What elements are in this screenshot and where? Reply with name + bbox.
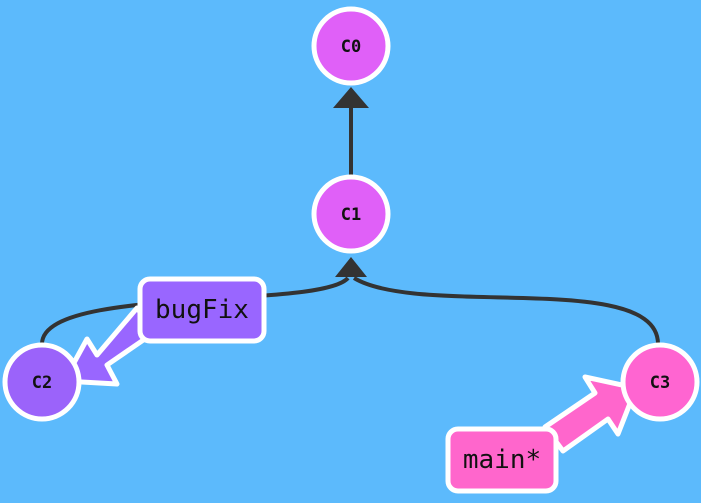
commit-c2[interactable]: C2 [2, 342, 82, 422]
commit-c0[interactable]: C0 [311, 6, 391, 86]
main-branch-arrow [542, 374, 639, 454]
edge-c3-to-c1 [352, 276, 660, 345]
commit-c1-label: C1 [341, 205, 361, 225]
commit-c0-label: C0 [341, 37, 361, 57]
arrowhead-c1 [335, 257, 367, 277]
commit-c3-label: C3 [650, 373, 670, 393]
branch-bugfix[interactable]: bugFix [137, 276, 267, 344]
branch-main-label: main* [463, 445, 541, 475]
commit-c3[interactable]: C3 [620, 342, 700, 422]
commit-c2-label: C2 [32, 373, 52, 393]
branch-main[interactable]: main* [445, 426, 559, 494]
arrowhead-c0 [333, 87, 369, 108]
commit-c1[interactable]: C1 [311, 174, 391, 254]
branch-bugfix-label: bugFix [155, 295, 249, 325]
